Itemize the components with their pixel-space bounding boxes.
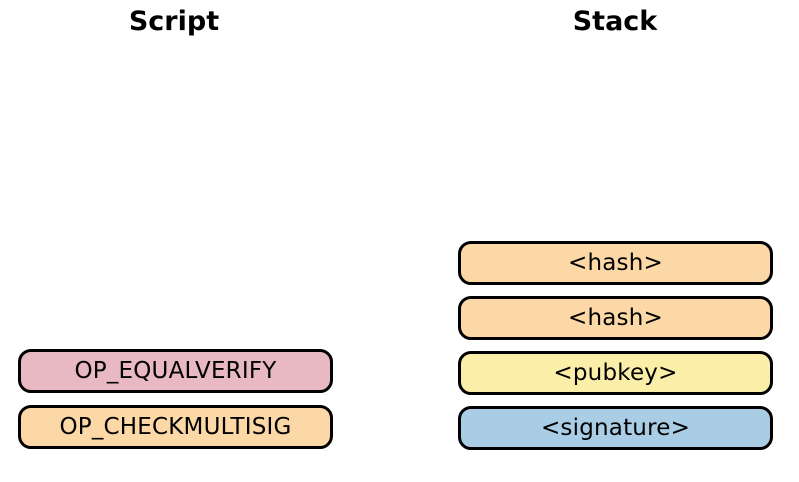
script-item: OP_CHECKMULTISIG bbox=[18, 405, 333, 449]
stack-item: <hash> bbox=[458, 241, 773, 285]
stack-item: <hash> bbox=[458, 296, 773, 340]
script-column-title: Script bbox=[128, 6, 220, 37]
stack-column-title: Stack bbox=[572, 6, 658, 37]
stack-item: <signature> bbox=[458, 406, 773, 450]
script-item: OP_EQUALVERIFY bbox=[18, 349, 333, 393]
stack-item: <pubkey> bbox=[458, 351, 773, 395]
